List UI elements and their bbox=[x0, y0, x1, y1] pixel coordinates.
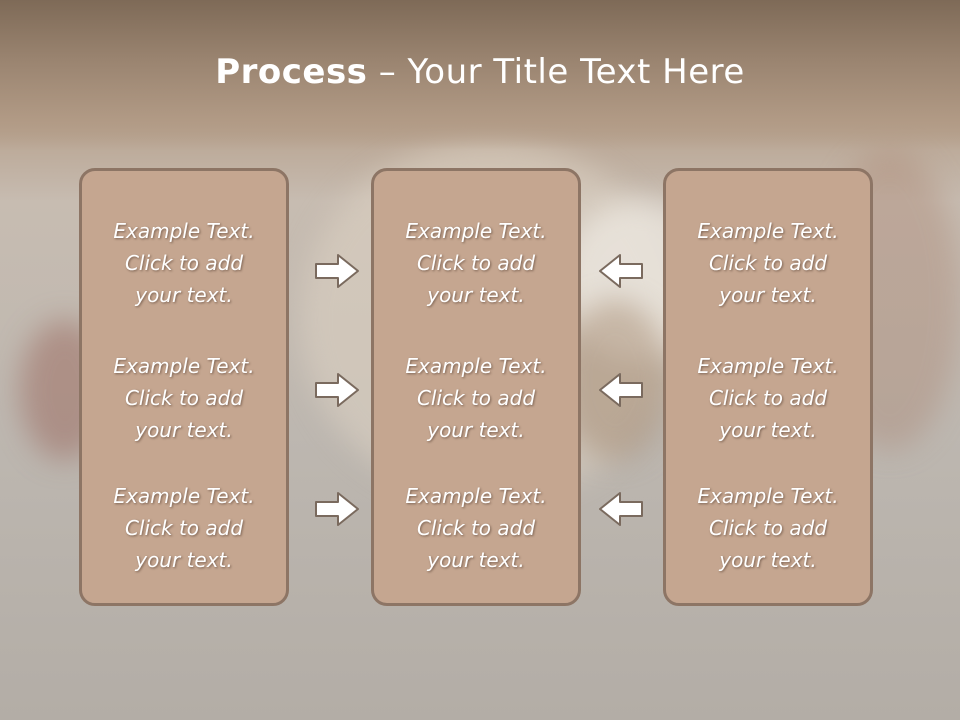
arrow-right-icon bbox=[315, 373, 359, 407]
cell-line: Click to add bbox=[416, 516, 536, 540]
text-cell[interactable]: Example Text. Click to add your text. bbox=[374, 350, 578, 446]
cell-line: Click to add bbox=[708, 386, 828, 410]
cell-line: your text. bbox=[719, 418, 817, 442]
cell-line: your text. bbox=[135, 283, 233, 307]
process-box-3[interactable]: Example Text. Click to add your text. Ex… bbox=[663, 168, 873, 606]
cell-line: Click to add bbox=[708, 251, 828, 275]
arrow-right-icon bbox=[315, 492, 359, 526]
cell-line: Example Text. bbox=[697, 219, 839, 243]
arrow-left-icon bbox=[599, 492, 643, 526]
title-bold: Process bbox=[215, 52, 368, 92]
arrow-right-icon bbox=[315, 254, 359, 288]
cell-line: your text. bbox=[719, 548, 817, 572]
cell-line: your text. bbox=[427, 283, 525, 307]
cell-line: Example Text. bbox=[405, 219, 547, 243]
cell-line: Click to add bbox=[416, 251, 536, 275]
cell-line: your text. bbox=[427, 418, 525, 442]
text-cell[interactable]: Example Text. Click to add your text. bbox=[82, 350, 286, 446]
arrow-left-icon bbox=[599, 254, 643, 288]
process-box-1[interactable]: Example Text. Click to add your text. Ex… bbox=[79, 168, 289, 606]
process-box-2[interactable]: Example Text. Click to add your text. Ex… bbox=[371, 168, 581, 606]
cell-line: Click to add bbox=[416, 386, 536, 410]
cell-line: Click to add bbox=[708, 516, 828, 540]
cell-line: Example Text. bbox=[113, 219, 255, 243]
text-cell[interactable]: Example Text. Click to add your text. bbox=[82, 215, 286, 311]
cell-line: Example Text. bbox=[113, 484, 255, 508]
text-cell[interactable]: Example Text. Click to add your text. bbox=[82, 480, 286, 576]
arrow-left-icon bbox=[599, 373, 643, 407]
cell-line: Click to add bbox=[124, 251, 244, 275]
text-cell[interactable]: Example Text. Click to add your text. bbox=[666, 215, 870, 311]
cell-line: your text. bbox=[427, 548, 525, 572]
cell-line: your text. bbox=[135, 548, 233, 572]
cell-line: Example Text. bbox=[697, 354, 839, 378]
cell-line: Example Text. bbox=[697, 484, 839, 508]
text-cell[interactable]: Example Text. Click to add your text. bbox=[666, 480, 870, 576]
cell-line: Example Text. bbox=[113, 354, 255, 378]
cell-line: your text. bbox=[719, 283, 817, 307]
cell-line: Click to add bbox=[124, 386, 244, 410]
cell-line: your text. bbox=[135, 418, 233, 442]
text-cell[interactable]: Example Text. Click to add your text. bbox=[374, 480, 578, 576]
cell-line: Click to add bbox=[124, 516, 244, 540]
text-cell[interactable]: Example Text. Click to add your text. bbox=[666, 350, 870, 446]
title-bar bbox=[0, 0, 960, 150]
text-cell[interactable]: Example Text. Click to add your text. bbox=[374, 215, 578, 311]
cell-line: Example Text. bbox=[405, 354, 547, 378]
slide-title[interactable]: Process – Your Title Text Here bbox=[0, 52, 960, 92]
cell-line: Example Text. bbox=[405, 484, 547, 508]
title-rest: – Your Title Text Here bbox=[367, 52, 745, 92]
